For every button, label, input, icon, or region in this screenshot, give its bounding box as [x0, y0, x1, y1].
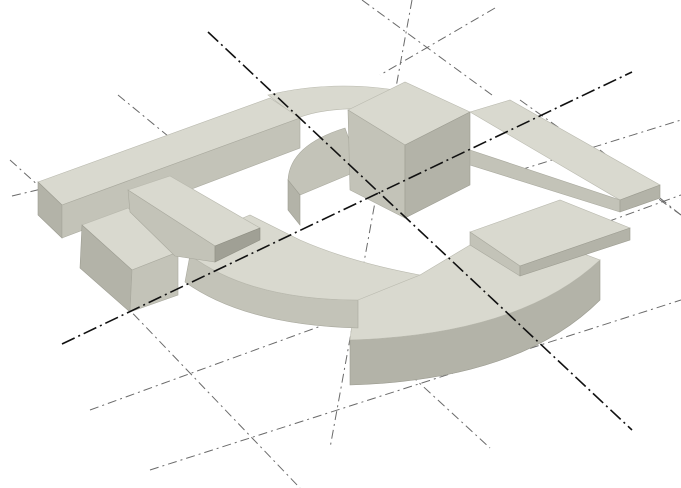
building-massing	[38, 82, 660, 385]
minor-axis-2	[380, 8, 495, 75]
minor-axis-10	[120, 300, 300, 488]
